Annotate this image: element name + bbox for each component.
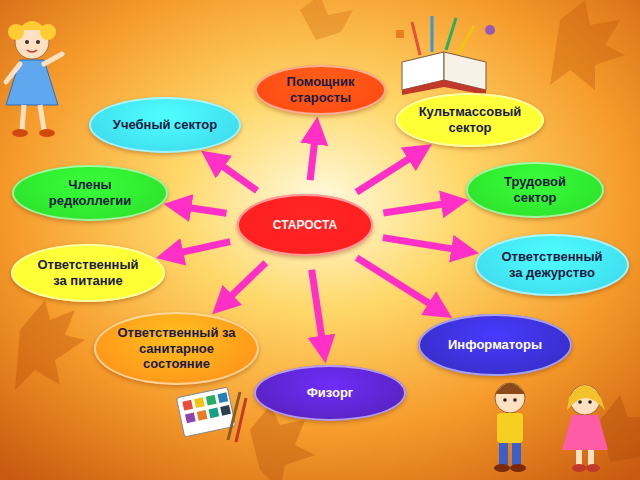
leaf xyxy=(550,0,625,90)
arrow-connector xyxy=(312,270,323,342)
children-illustration xyxy=(494,383,608,472)
arrow-connector xyxy=(383,203,446,213)
role-ellipse: Трудовой сектор xyxy=(466,162,604,218)
role-ellipse: Физорг xyxy=(254,365,406,421)
role-label: Информаторы xyxy=(448,337,542,353)
role-label: Культмассовый сектор xyxy=(414,104,526,135)
role-label: Учебный сектор xyxy=(113,117,217,133)
role-ellipse: Ответственный за дежурство xyxy=(475,234,629,296)
role-label: Ответственный за дежурство xyxy=(494,249,611,280)
role-ellipse: Члены редколлегии xyxy=(12,165,168,221)
arrow-connector xyxy=(186,207,227,213)
arrow-connector xyxy=(228,263,265,299)
leaf xyxy=(300,0,353,40)
arrow-connector xyxy=(356,156,413,192)
role-label: Ответственный за питание xyxy=(30,257,147,288)
role-ellipse: Ответственный за санитарное состояние xyxy=(94,312,259,385)
role-ellipse: Информаторы xyxy=(418,314,572,376)
arrow-connector xyxy=(357,258,434,306)
paints-illustration xyxy=(176,387,246,442)
role-label: Помощник старосты xyxy=(271,74,370,105)
girl-illustration xyxy=(6,21,62,137)
role-ellipse: Культмассовый сектор xyxy=(396,93,544,147)
arrow-connector xyxy=(219,164,257,191)
role-label: Трудовой сектор xyxy=(483,174,587,205)
arrow-connector xyxy=(178,242,230,254)
arrow-connector xyxy=(310,139,315,180)
hub-label: СТАРОСТА xyxy=(273,218,337,232)
role-ellipse: Учебный сектор xyxy=(89,97,241,153)
leaf xyxy=(600,395,640,462)
role-label: Ответственный за санитарное состояние xyxy=(114,325,239,372)
role-label: Члены редколлегии xyxy=(31,177,149,208)
leaf xyxy=(15,300,85,390)
arrow-connector xyxy=(383,238,457,250)
role-label: Физорг xyxy=(307,385,354,401)
maple-leaves xyxy=(15,0,640,480)
role-ellipse: Ответственный за питание xyxy=(11,244,165,302)
hub-ellipse: СТАРОСТА xyxy=(237,194,373,256)
role-ellipse: Помощник старосты xyxy=(255,65,386,115)
book-illustration xyxy=(396,16,495,95)
